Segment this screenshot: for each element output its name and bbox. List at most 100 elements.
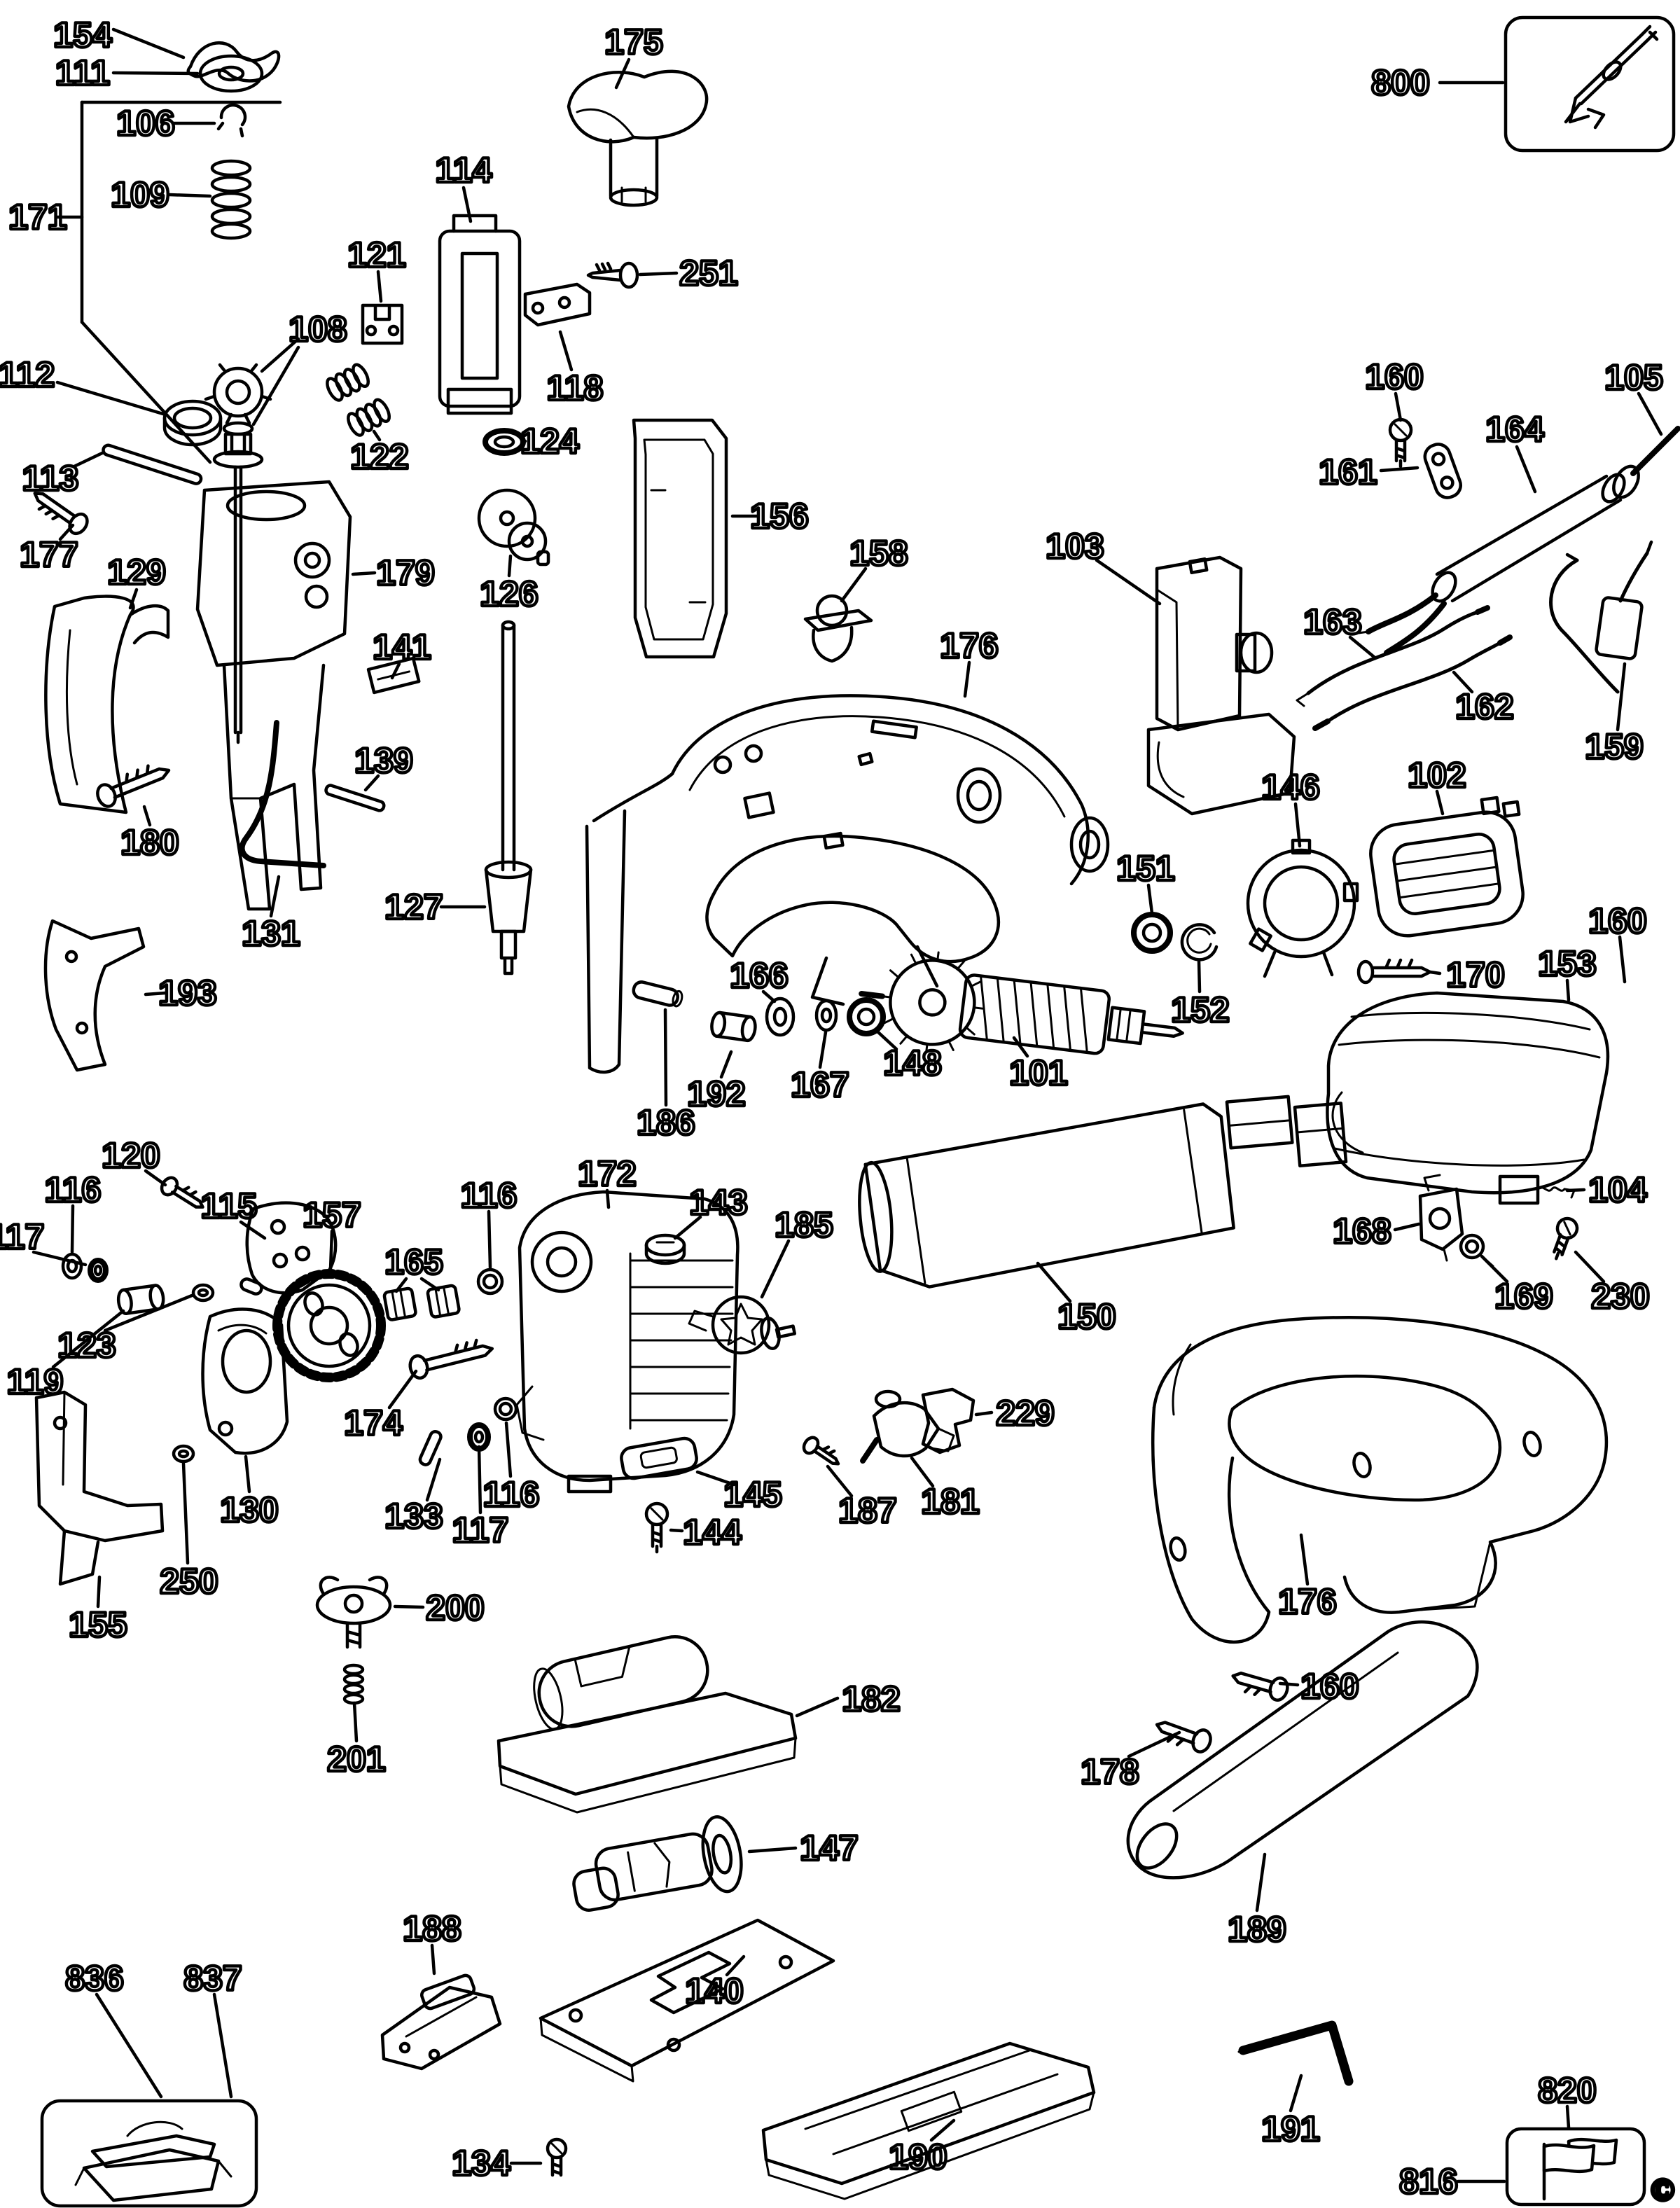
part-185-cam — [688, 1295, 797, 1355]
leader-line-112 — [55, 380, 167, 417]
leader-line-122 — [372, 429, 382, 442]
part-label-162: 162 — [1455, 687, 1513, 726]
part-label-116: 116 — [461, 1176, 518, 1215]
part-label-155: 155 — [69, 1605, 127, 1644]
part-116-washer-a — [61, 1252, 83, 1280]
part-176-lower-housing — [1151, 1316, 1609, 1644]
leader-line-188 — [430, 1943, 436, 1976]
part-label-181: 181 — [921, 1482, 979, 1521]
leader-line-185 — [760, 1239, 791, 1299]
leader-line-159 — [1616, 662, 1627, 732]
part-129-shield — [44, 595, 170, 814]
leader-line-143 — [673, 1215, 702, 1240]
part-160-screw-top — [1388, 417, 1413, 468]
part-154-retainer-clip — [186, 41, 281, 83]
leader-line-160 — [1278, 1681, 1300, 1687]
part-label-109: 109 — [111, 175, 169, 214]
leader-line-174 — [387, 1369, 418, 1410]
part-156-gasket — [632, 418, 728, 659]
part-250-washer — [172, 1444, 195, 1464]
part-label-188: 188 — [403, 1909, 461, 1948]
part-label-146: 146 — [1261, 768, 1319, 807]
part-label-151: 151 — [1116, 849, 1174, 888]
part-200-wing-knob — [315, 1576, 392, 1649]
leader-line-165 — [419, 1277, 440, 1292]
leader-line-114 — [461, 186, 473, 223]
part-label-191: 191 — [1261, 2109, 1319, 2148]
part-label-164: 164 — [1485, 410, 1544, 449]
part-label-130: 130 — [220, 1490, 278, 1529]
leader-line-186 — [663, 1008, 668, 1107]
leader-line-180 — [142, 805, 152, 827]
leader-line-836 — [95, 1992, 163, 2099]
part-103-switch — [1146, 555, 1296, 816]
part-251-screw — [586, 261, 639, 289]
part-label-129: 129 — [107, 553, 165, 592]
leader-line-123 — [103, 1293, 194, 1333]
part-label-186: 186 — [637, 1103, 695, 1142]
leader-line-168 — [1393, 1222, 1421, 1232]
leader-line-161 — [1379, 466, 1419, 473]
leader-line-147 — [747, 1846, 798, 1854]
leader-line-189 — [1255, 1852, 1267, 1912]
part-label-154: 154 — [53, 15, 112, 55]
leader-line-166 — [761, 990, 777, 1004]
leader-line-108 — [260, 337, 300, 373]
leader-line-177 — [58, 523, 75, 541]
leader-line-141 — [390, 662, 401, 680]
part-label-134: 134 — [452, 2144, 511, 2183]
part-label-133: 133 — [384, 1497, 443, 1536]
part-114-yoke-link — [438, 214, 522, 415]
leader-line-153 — [1565, 978, 1571, 1002]
part-160-screw-handle — [1231, 1672, 1289, 1702]
leader-line-250 — [181, 1461, 190, 1565]
part-label-174: 174 — [344, 1403, 403, 1443]
part-label-250: 250 — [160, 1562, 218, 1601]
leader-line-124 — [522, 439, 527, 444]
part-label-124: 124 — [520, 422, 579, 461]
part-label-161: 161 — [1319, 452, 1377, 492]
part-label-816: 816 — [1399, 2162, 1457, 2201]
leader-line-109 — [167, 193, 212, 198]
part-label-169: 169 — [1494, 1277, 1553, 1316]
part-836-837-kitbox — [40, 2099, 258, 2208]
leader-line-103 — [1095, 558, 1162, 606]
part-label-118: 118 — [547, 368, 604, 408]
leader-line-129 — [128, 588, 139, 610]
leader-line-108 — [251, 345, 300, 426]
part-label-158: 158 — [849, 534, 908, 573]
part-112-ring — [162, 399, 223, 447]
part-label-229: 229 — [996, 1394, 1054, 1433]
part-164-cord-protector — [1357, 464, 1640, 658]
part-label-837: 837 — [183, 1959, 242, 1998]
part-label-122: 122 — [350, 437, 408, 476]
leader-line-101 — [1012, 1036, 1029, 1058]
part-label-201: 201 — [327, 1740, 385, 1779]
part-133-pin — [418, 1429, 443, 1466]
part-147-roller-holder — [572, 1815, 743, 1912]
part-label-166: 166 — [730, 956, 788, 995]
part-170-screw — [1356, 958, 1432, 985]
leader-line-126 — [507, 554, 513, 578]
leader-line-150 — [1036, 1261, 1072, 1303]
leader-line-230 — [1574, 1250, 1606, 1284]
leader-line-133 — [425, 1457, 442, 1502]
part-165-rollers — [382, 1284, 461, 1321]
part-label-119: 119 — [7, 1362, 64, 1401]
part-label-105: 105 — [1604, 358, 1662, 397]
part-label-150: 150 — [1057, 1297, 1116, 1336]
part-140-cover-plate — [539, 1918, 835, 2083]
part-label-176: 176 — [940, 626, 998, 665]
part-label-157: 157 — [303, 1195, 361, 1235]
part-label-104: 104 — [1588, 1170, 1647, 1209]
part-label-179: 179 — [376, 553, 434, 592]
part-230-screw — [1553, 1216, 1579, 1261]
leader-line-120 — [144, 1169, 167, 1187]
part-130-gear-cover — [201, 1307, 289, 1455]
part-label-131: 131 — [242, 914, 300, 953]
leader-line-115 — [239, 1220, 267, 1240]
part-label-120: 120 — [102, 1136, 160, 1175]
leader-line-116 — [70, 1204, 75, 1254]
